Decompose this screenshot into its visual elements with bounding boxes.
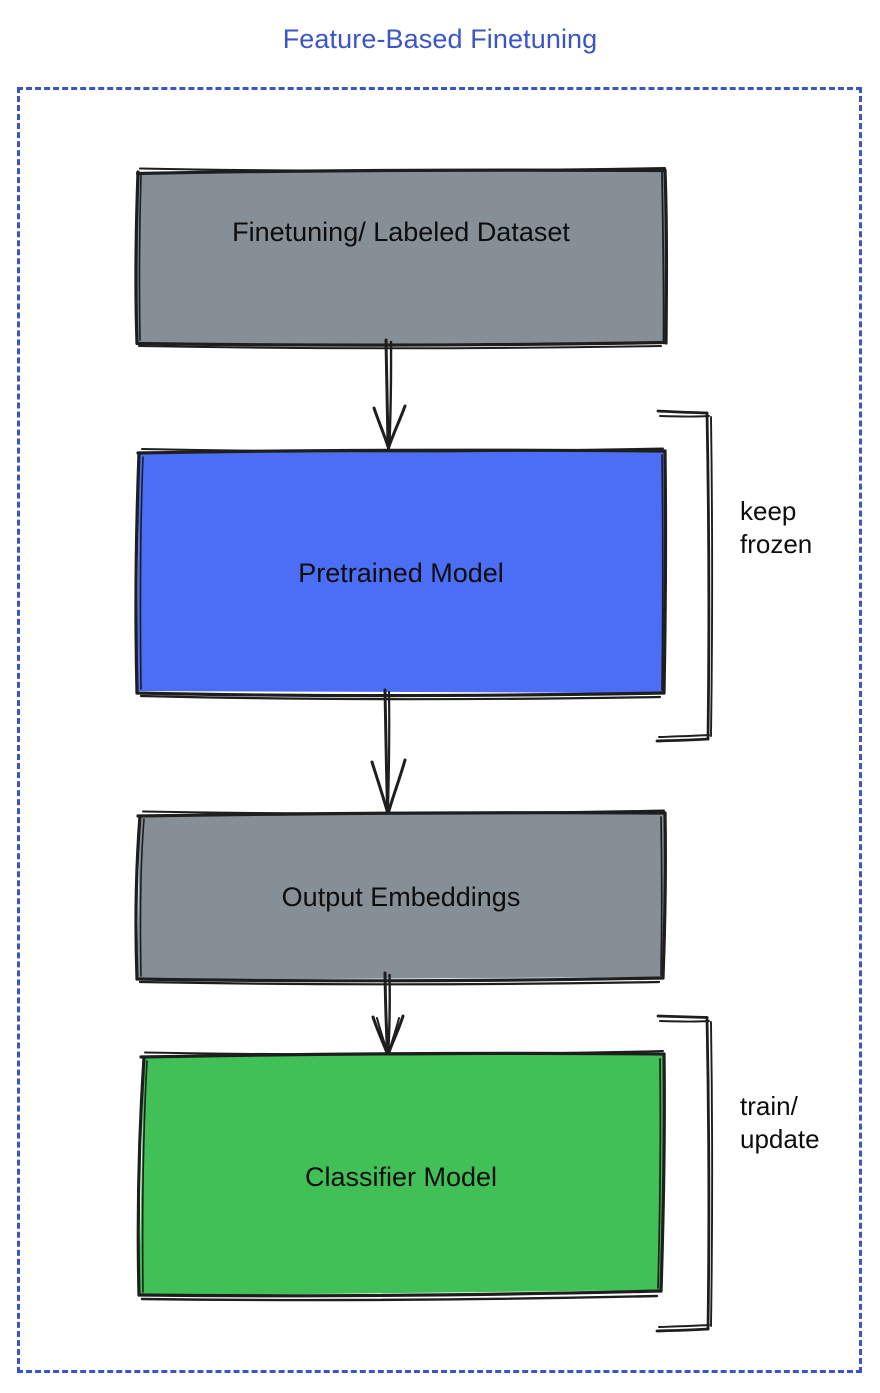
arrow-pretrained-to-embeddings <box>360 688 420 816</box>
diagram-frame <box>17 87 862 1373</box>
node-output-embeddings[interactable]: Output Embeddings <box>133 809 669 986</box>
page-title: Feature-Based Finetuning <box>282 24 598 54</box>
node-classifier-model[interactable]: Classifier Model <box>133 1050 669 1302</box>
annotation-keep-frozen: keep frozen <box>740 496 813 559</box>
bracket-keep-frozen <box>652 408 720 744</box>
annotation-train-update: train/ update <box>740 1091 820 1154</box>
bracket-train-update <box>652 1012 720 1334</box>
node-embeddings-fill <box>137 812 665 980</box>
arrow-dataset-to-pretrained <box>360 338 420 452</box>
node-dataset-fill <box>136 169 667 345</box>
node-finetuning-labeled-dataset[interactable]: Finetuning/ Labeled Dataset <box>133 166 669 350</box>
node-classifier-fill <box>139 1053 664 1296</box>
arrow-embeddings-to-classifier <box>360 971 420 1057</box>
node-pretrained-fill <box>137 451 665 693</box>
node-pretrained-model[interactable]: Pretrained Model <box>133 447 669 701</box>
